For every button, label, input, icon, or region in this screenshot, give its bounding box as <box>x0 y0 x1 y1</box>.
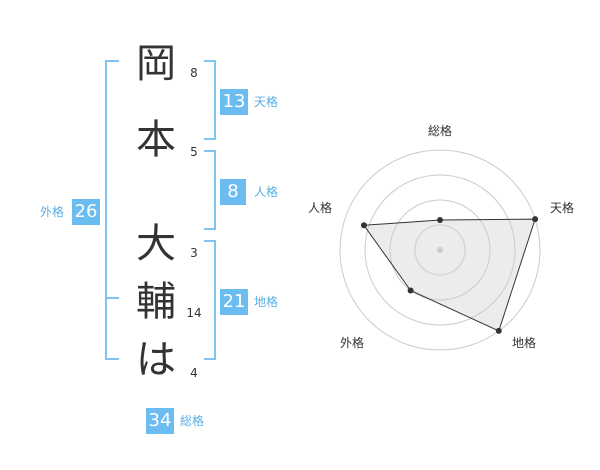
radar-polygon <box>362 218 536 332</box>
stroke-count-1: 8 <box>190 66 198 80</box>
jinkaku-bracket <box>204 150 216 230</box>
radar-label-tenkaku: 天格 <box>549 201 574 215</box>
tenkaku-bracket <box>204 60 216 140</box>
jinkaku-label: 人格 <box>254 185 279 199</box>
chikaku-value: 21 <box>220 289 248 315</box>
stroke-count-4: 14 <box>186 306 202 320</box>
stroke-count-2: 5 <box>190 145 198 159</box>
stroke-count-5: 4 <box>190 366 198 380</box>
gaikaku-bracket-divider <box>105 297 119 299</box>
name-char-5: は <box>136 337 176 383</box>
radar-ring <box>339 149 541 351</box>
chikaku-bracket <box>204 240 216 360</box>
radar-point-jinkaku <box>360 222 367 229</box>
radar-label-gaikaku: 外格 <box>339 336 364 350</box>
tenkaku-value: 13 <box>220 89 248 115</box>
radar-label-soukaku: 総格 <box>427 124 452 138</box>
radar-point-tenkaku <box>532 216 539 223</box>
soukaku-label: 総格 <box>180 414 205 428</box>
radar-point-soukaku <box>437 217 443 223</box>
jinkaku-value: 8 <box>220 179 246 205</box>
soukaku-value: 34 <box>146 408 174 434</box>
name-char-4: 輔 <box>136 279 176 325</box>
radar-point-gaikaku <box>407 287 414 294</box>
radar-center <box>437 247 443 253</box>
name-char-3: 大 <box>136 221 176 267</box>
radar-label-jinkaku: 人格 <box>307 201 332 215</box>
radar-point-chikaku <box>495 327 502 334</box>
radar-label-chikaku: 地格 <box>511 336 536 350</box>
radar-ring <box>414 224 466 276</box>
gaikaku-label: 外格 <box>40 205 65 219</box>
radar-ring <box>364 174 516 326</box>
gaikaku-bracket <box>105 60 119 360</box>
stroke-count-3: 3 <box>190 246 198 260</box>
radar-ring <box>389 199 491 301</box>
chikaku-label: 地格 <box>254 295 279 309</box>
name-char-2: 本 <box>136 117 176 163</box>
gaikaku-value: 26 <box>72 199 100 225</box>
tenkaku-label: 天格 <box>254 95 279 109</box>
name-char-1: 岡 <box>136 41 176 87</box>
